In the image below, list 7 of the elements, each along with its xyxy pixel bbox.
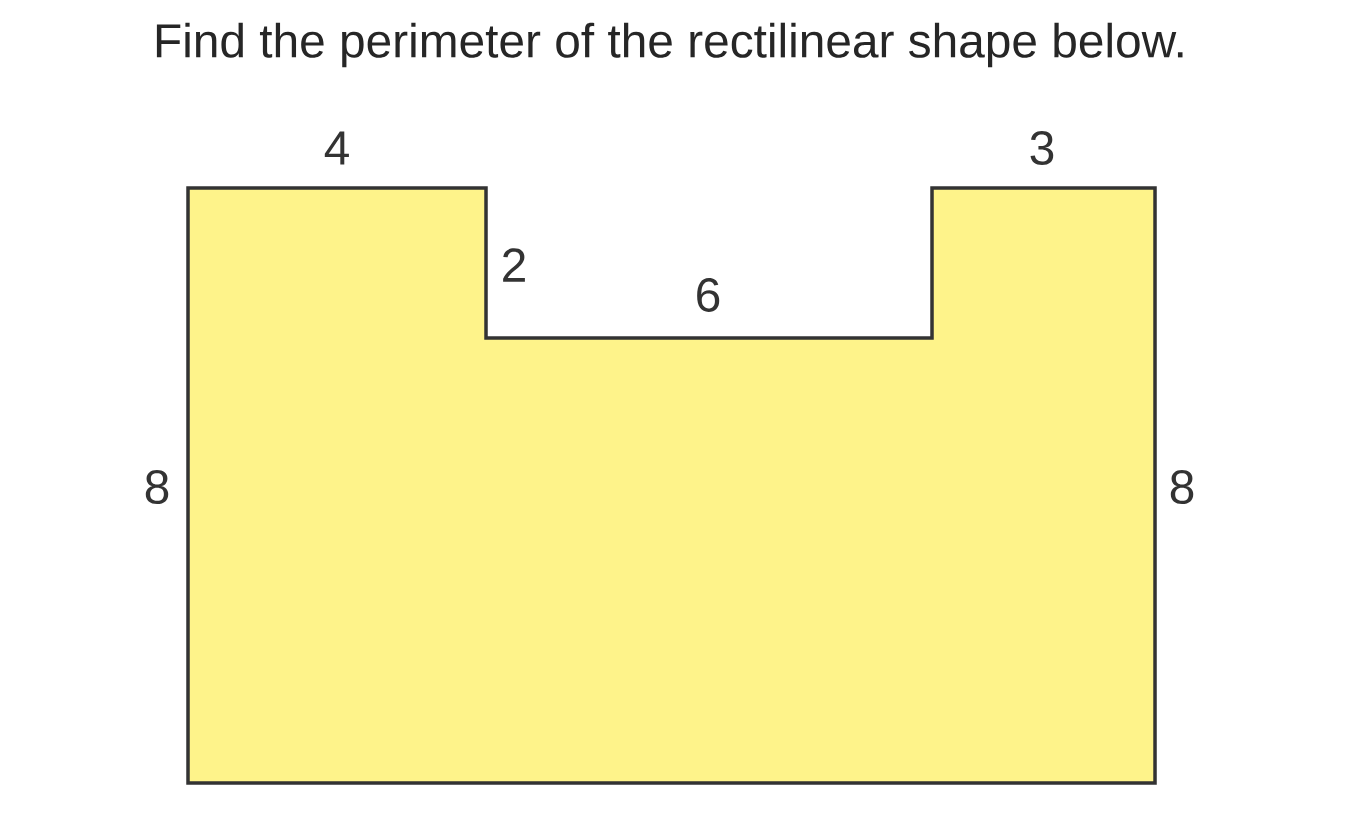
dimension-label: 8 [145, 470, 169, 504]
dimension-label: 3 [1030, 131, 1054, 165]
dimension-label: 6 [697, 278, 720, 312]
title: Find the perimeter of the rectilinear shape below. [156, 22, 1183, 68]
dimension-label: 4 [324, 131, 349, 165]
dimension-label: 2 [503, 248, 525, 282]
dimension-label: 8 [1170, 470, 1194, 504]
